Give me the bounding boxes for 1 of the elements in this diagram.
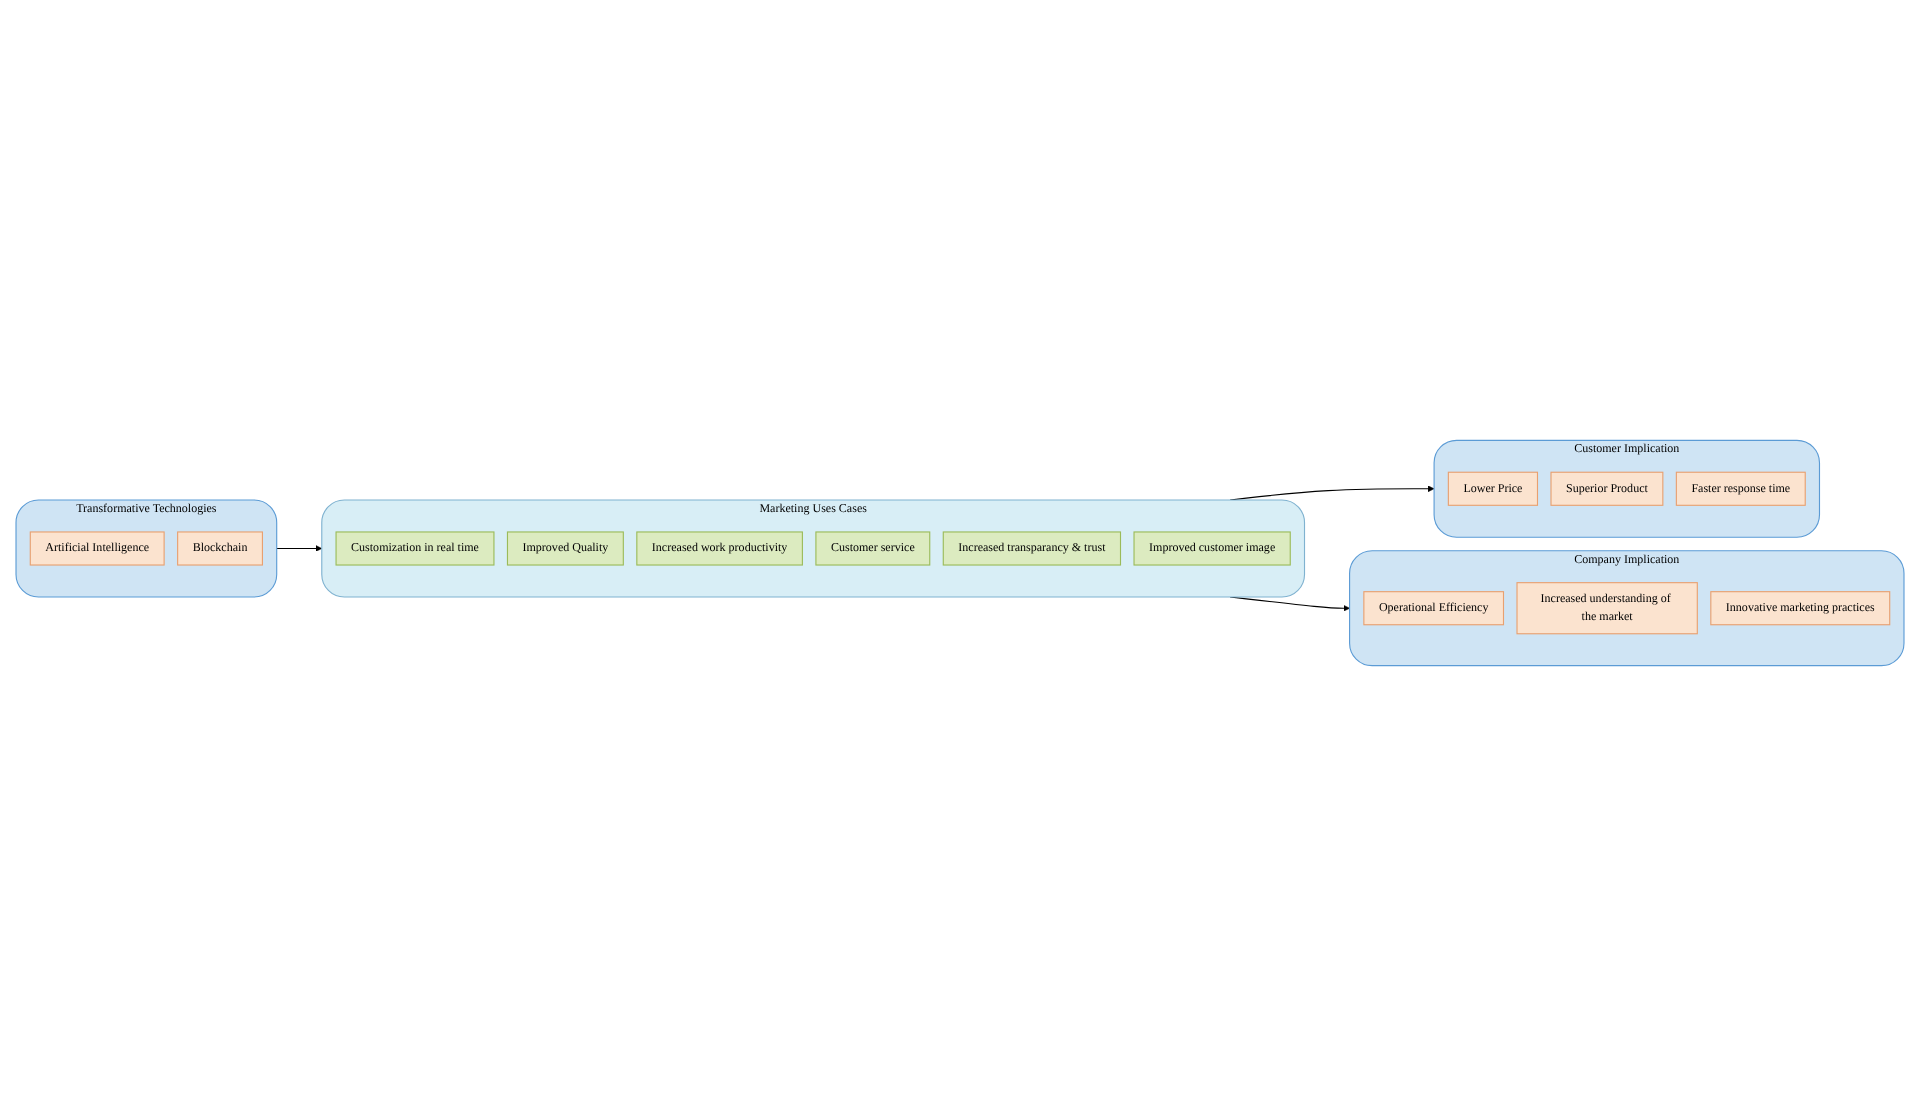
arrow [276, 545, 323, 552]
